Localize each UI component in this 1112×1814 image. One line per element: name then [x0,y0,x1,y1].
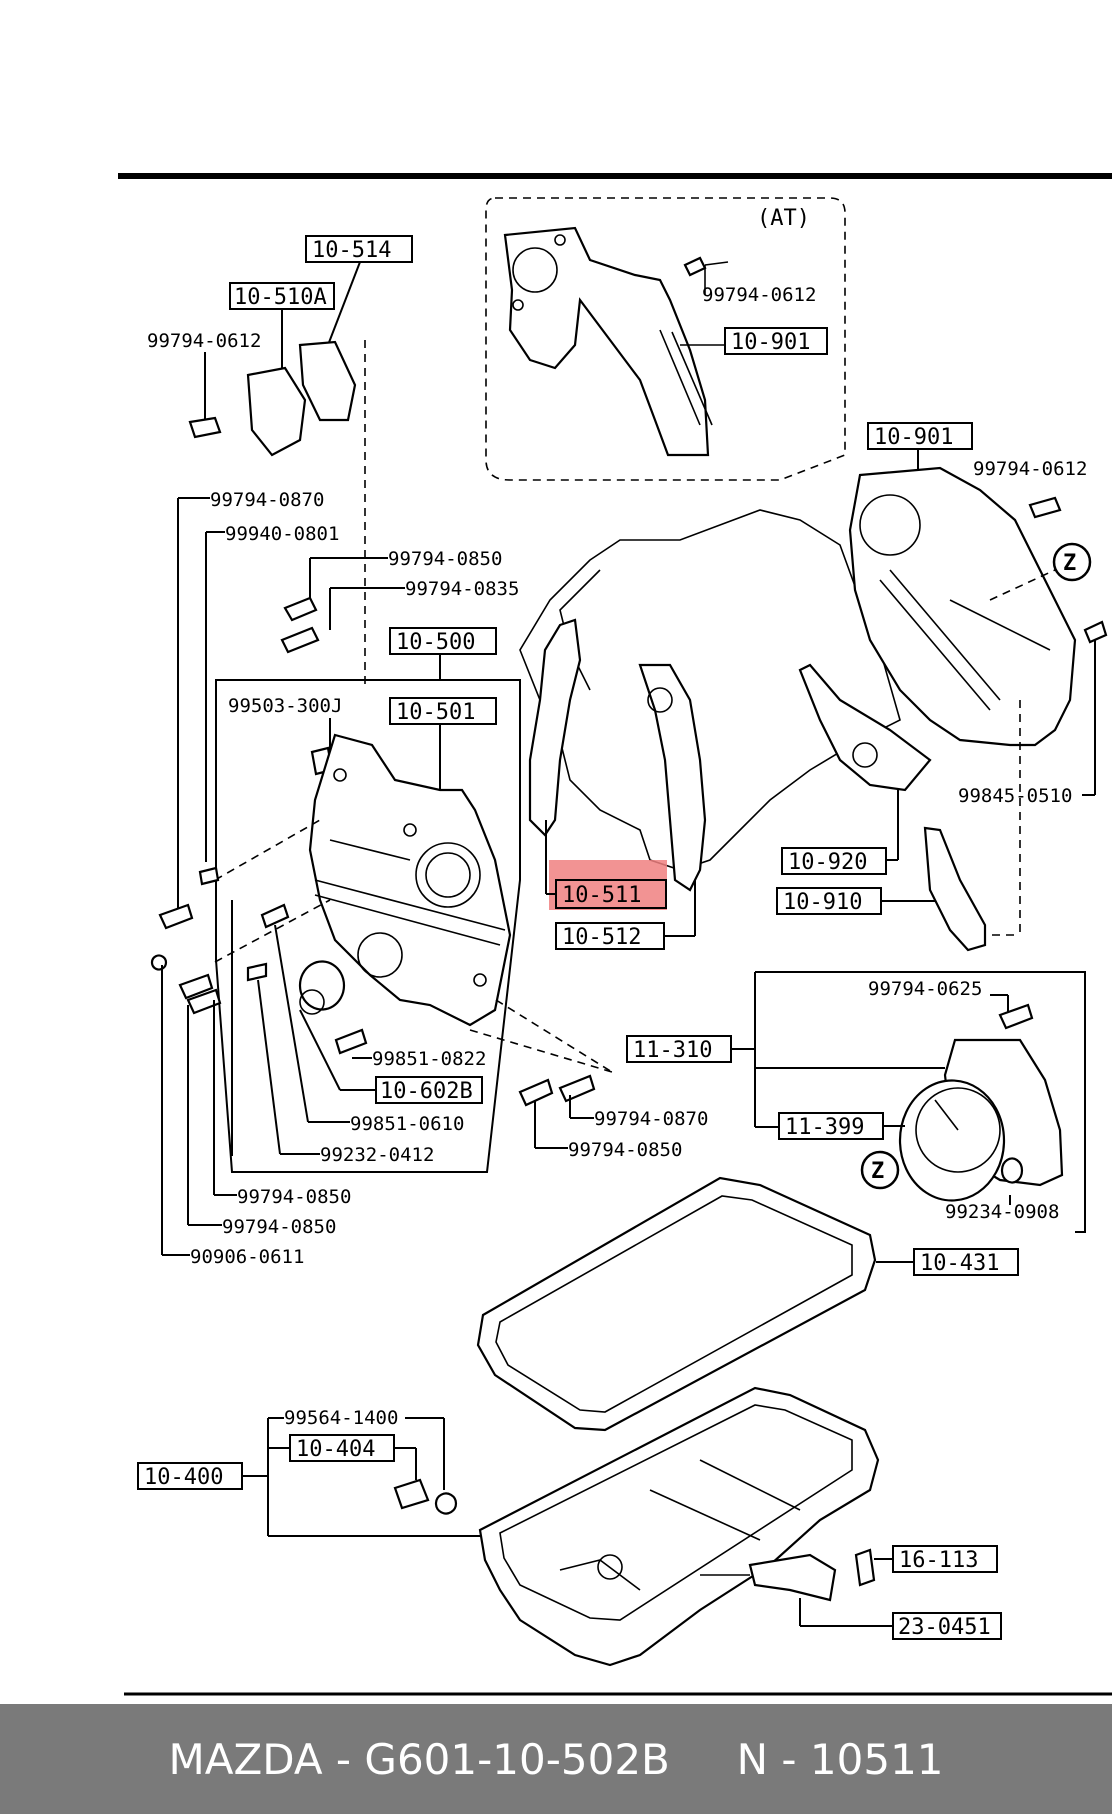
label-99845-0510: 99845-0510 [958,785,1072,807]
drain-washer-part [434,1492,458,1515]
label-90906-0611: 90906-0611 [190,1246,304,1268]
label-99564-1400: 99564-1400 [284,1407,398,1429]
oil-seal-part [298,960,346,1011]
zone-marker-z-top [1052,542,1092,582]
callout-box-10-510A [229,282,335,310]
oil-pan-part [478,1386,880,1667]
callout-box-10-901-at [724,327,828,355]
zone-marker-z-bottom [860,1150,900,1190]
timing-cover-part [308,733,512,1027]
pump-gasket-part [298,340,357,422]
zone-label-z-top: Z [1063,551,1076,576]
label-99232-0412: 99232-0412 [320,1144,434,1166]
callout-box-10-404 [289,1434,395,1462]
group-11-310-bracket [755,971,1086,1233]
label-99794-0612-rear: 99794-0612 [973,458,1087,480]
rear-seal-ring-part [898,1079,1006,1202]
callout-box-10-501 [389,697,497,725]
callout-10-404: 10-404 [296,1437,375,1462]
at-inset-frame [485,197,846,481]
label-99794-0850-b: 99794-0850 [222,1216,336,1238]
label-99234-0908: 99234-0908 [945,1201,1059,1223]
drain-plug-part [393,1478,430,1510]
at-plate-part [503,226,710,457]
label-99794-0612-pump: 99794-0612 [147,330,261,352]
callout-10-510A: 10-510A [234,285,327,310]
group-10-500-bracket [215,679,521,1173]
callout-10-431: 10-431 [920,1251,999,1276]
callout-10-500: 10-500 [396,630,475,655]
callout-box-10-514 [305,235,413,263]
footer-part-number: MAZDA - G601-10-502B [168,1734,670,1784]
footer-spacer [670,1735,737,1784]
label-99794-0612-at: 99794-0612 [702,284,816,306]
callout-10-920: 10-920 [788,850,867,875]
callout-10-501: 10-501 [396,700,475,725]
callout-box-10-400 [137,1462,243,1490]
at-variant-label: (AT) [757,206,810,231]
footer-reference: N - 10511 [736,1734,944,1784]
callout-10-512: 10-512 [562,925,641,950]
callout-10-901: 10-901 [874,425,953,450]
callout-11-310: 11-310 [633,1038,712,1063]
label-99794-0835: 99794-0835 [405,578,519,600]
callout-box-16-113 [892,1545,998,1573]
label-99851-0822: 99851-0822 [372,1048,486,1070]
part-info-footer: MAZDA - G601-10-502B N - 10511 [0,1704,1112,1814]
label-99940-0801: 99940-0801 [225,523,339,545]
gasket-10-511-part [528,618,582,837]
callout-box-10-431 [913,1248,1019,1276]
zone-label-z-bottom: Z [871,1159,884,1184]
callout-box-10-500 [389,627,497,655]
oil-level-sensor-part [748,1553,837,1602]
callout-10-400: 10-400 [144,1465,223,1490]
label-99794-0870-right: 99794-0870 [594,1108,708,1130]
label-99851-0610: 99851-0610 [350,1113,464,1135]
cover-10-920-part [798,663,932,792]
engine-block-outline [519,509,901,871]
callout-10-602B: 10-602B [380,1079,473,1104]
plate-10-910-part [923,826,987,952]
callout-10-511: 10-511 [562,883,641,908]
highlight-10-511 [549,860,667,910]
label-99794-0625: 99794-0625 [868,978,982,1000]
callout-box-10-512 [555,922,665,950]
callout-23-0451: 23-0451 [898,1615,991,1640]
callout-11-399: 11-399 [785,1115,864,1140]
oil-pan-gasket-part [476,1176,877,1432]
pump-cover-part [246,366,307,457]
label-99794-0850-top: 99794-0850 [388,548,502,570]
label-99794-0870-left: 99794-0870 [210,489,324,511]
label-99794-0850-right: 99794-0850 [568,1139,682,1161]
callout-16-113: 16-113 [899,1548,978,1573]
callout-10-901-at: 10-901 [731,330,810,355]
callout-10-514: 10-514 [312,238,391,263]
callout-10-910: 10-910 [783,890,862,915]
label-99503-300J: 99503-300J [228,695,342,717]
label-99794-0850-a: 99794-0850 [237,1186,351,1208]
callout-box-10-901 [867,422,973,450]
